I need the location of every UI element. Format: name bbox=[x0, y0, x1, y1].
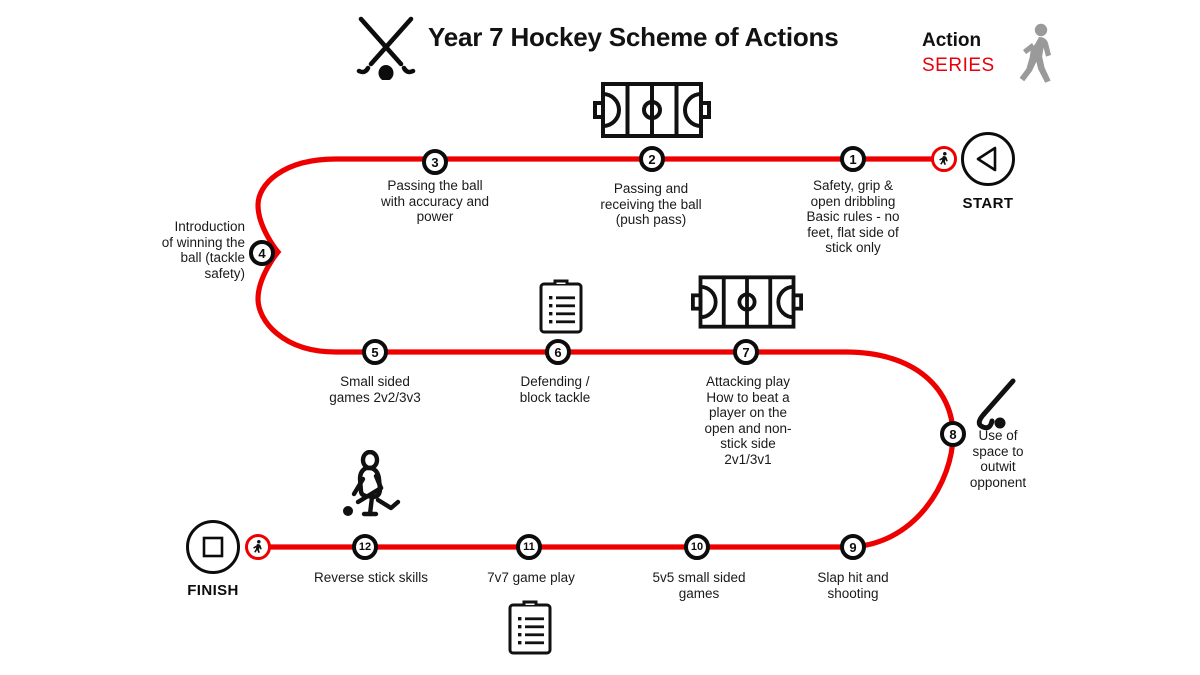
page-title: Year 7 Hockey Scheme of Actions bbox=[428, 22, 839, 52]
milestone-node-4[interactable]: 4 bbox=[249, 240, 275, 266]
finish-label: FINISH bbox=[187, 582, 239, 599]
hockey-pitch-icon-top bbox=[593, 82, 711, 138]
milestone-node-1[interactable]: 1 bbox=[840, 146, 866, 172]
finish-terminal[interactable] bbox=[186, 520, 240, 574]
runner-icon bbox=[253, 539, 262, 553]
node-number: 5 bbox=[371, 344, 379, 360]
node-number: 4 bbox=[258, 245, 266, 261]
brand-line-action: Action bbox=[922, 30, 982, 51]
start-terminal[interactable] bbox=[961, 132, 1015, 186]
node-number: 9 bbox=[849, 539, 857, 555]
hockey-stick-and-ball-icon bbox=[976, 378, 1016, 431]
start-runner-marker bbox=[931, 146, 957, 172]
milestone-node-9[interactable]: 9 bbox=[840, 534, 866, 560]
milestone-node-2[interactable]: 2 bbox=[639, 146, 665, 172]
finish-runner-marker bbox=[245, 534, 271, 560]
milestone-node-10[interactable]: 10 bbox=[684, 534, 710, 560]
milestone-label-11: 7v7 game play bbox=[487, 570, 575, 585]
runner-icon bbox=[939, 151, 948, 165]
node-number: 12 bbox=[358, 540, 372, 553]
clipboard-checklist-icon-bottom bbox=[508, 600, 552, 655]
milestone-node-11[interactable]: 11 bbox=[516, 534, 542, 560]
node-number: 8 bbox=[949, 426, 957, 442]
milestone-node-3[interactable]: 3 bbox=[422, 149, 448, 175]
milestone-node-7[interactable]: 7 bbox=[733, 339, 759, 365]
node-number: 10 bbox=[690, 540, 704, 553]
node-number: 1 bbox=[849, 151, 857, 167]
brand-logo: Action SERIES bbox=[922, 23, 1052, 86]
crossed-hockey-sticks-icon bbox=[356, 16, 416, 80]
milestone-node-12[interactable]: 12 bbox=[352, 534, 378, 560]
brand-line-series: SERIES bbox=[922, 55, 995, 76]
stop-square-icon bbox=[202, 536, 224, 558]
milestone-node-6[interactable]: 6 bbox=[545, 339, 571, 365]
milestone-node-5[interactable]: 5 bbox=[362, 339, 388, 365]
node-number: 11 bbox=[523, 540, 535, 553]
play-triangle-left-icon bbox=[976, 146, 997, 172]
node-number: 7 bbox=[742, 344, 750, 360]
milestone-label-12: Reverse stick skills bbox=[313, 570, 429, 585]
node-number: 6 bbox=[554, 344, 562, 360]
hockey-player-icon bbox=[343, 450, 401, 517]
hockey-pitch-icon-mid bbox=[691, 275, 803, 329]
node-number: 2 bbox=[648, 151, 656, 167]
clipboard-checklist-icon-mid bbox=[539, 279, 583, 334]
node-number: 3 bbox=[431, 154, 439, 170]
milestone-node-8[interactable]: 8 bbox=[940, 421, 966, 447]
start-label: START bbox=[962, 195, 1014, 212]
milestone-label-6: Defending /block tackle bbox=[519, 374, 591, 405]
walking-person-icon bbox=[1019, 23, 1051, 83]
